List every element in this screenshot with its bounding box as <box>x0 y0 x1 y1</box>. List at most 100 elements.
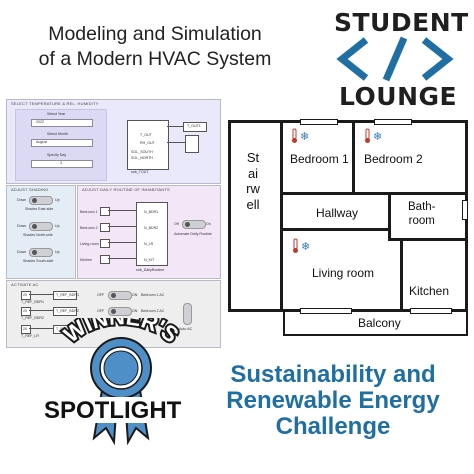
toggle-left-label: Off <box>174 222 179 226</box>
routine-output-label: N_LR <box>144 242 154 246</box>
headline-line-1: Modeling and Simulation <box>48 23 262 45</box>
goto-block[interactable]: T_REF_BDR2 <box>53 307 79 316</box>
challenge-title: Sustainability and Renewable Energy Chal… <box>192 362 474 440</box>
input-block[interactable] <box>100 255 110 264</box>
toggle-left-label: Down <box>17 250 27 254</box>
ac-ref-label: T_REF_BDR1 <box>21 300 44 304</box>
shades-east-toggle[interactable] <box>29 196 53 205</box>
ac-setpoint-block[interactable]: 20 <box>21 325 31 334</box>
routine-input-label: Bedroom 1 <box>80 210 98 214</box>
living-room-label: Living room <box>312 266 375 280</box>
logo-text-top: STUDENT <box>334 8 469 37</box>
shades-south-toggle[interactable] <box>29 248 53 257</box>
shading-panel-title: ADJUST SHADING <box>11 187 49 192</box>
toggle-right-label: On <box>206 222 211 226</box>
toggle-caption: Shades North-side <box>23 233 53 237</box>
port-label: SOL_SOUTH <box>131 150 153 154</box>
goto-block[interactable]: T_REF_BDR1 <box>53 291 79 300</box>
goto-block[interactable]: T_REF_LR <box>53 325 77 334</box>
bedroom2-ac-toggle[interactable] <box>108 307 132 316</box>
routine-input-label: Bedroom 2 <box>80 226 98 230</box>
toggle-left-label: Down <box>17 224 27 228</box>
specify-day-label: Specify Day <box>47 153 67 157</box>
toggle-right-label: ON <box>132 293 138 297</box>
toggle-left-label: Down <box>17 198 27 202</box>
challenge-line-1: Sustainability and <box>230 361 436 388</box>
port-label: SOL_NORTH <box>131 156 153 160</box>
challenge-line-2: Renewable Energy <box>226 387 440 414</box>
auto-ac-label: Auto AC <box>179 327 193 331</box>
badge-bottom-text: SPOTLIGHT <box>44 397 182 424</box>
winners-spotlight-badge: WINNER'S <box>57 318 185 446</box>
thermometer-icon: ❄ <box>365 128 382 143</box>
ac-panel-title: ACTIVATE AC <box>11 282 39 287</box>
temperature-panel-title: SELECT TEMPERATURE & REL. HUMIDITY <box>11 101 99 106</box>
toggle-right-label: ON <box>132 309 138 313</box>
toggle-right-label: Up <box>55 250 60 254</box>
shades-north-toggle[interactable] <box>29 222 53 231</box>
routine-panel-title: ADJUST DAILY ROUTINE OF INHABITANTS <box>82 187 170 192</box>
routine-input-label: Kitchen <box>80 258 92 262</box>
subsystem-name: sub_DailyRoutine <box>136 268 165 272</box>
bedroom2-label: Bedroom 2 <box>364 152 423 166</box>
temperature-panel: SELECT TEMPERATURE & REL. HUMIDITY Selec… <box>6 99 221 184</box>
ac-setpoint-block[interactable]: 20 <box>21 307 31 316</box>
challenge-line-3: Challenge <box>275 413 391 440</box>
snowflake-icon: ❄ <box>373 130 382 143</box>
weather-subsystem-block[interactable] <box>127 120 169 170</box>
toggle-right-label: Up <box>55 224 60 228</box>
routine-output-label: N_BDR1 <box>144 210 159 214</box>
badge-bottom-band <box>42 397 188 423</box>
headline: Modeling and Simulation of a Modern HVAC… <box>0 22 310 72</box>
input-block[interactable] <box>100 207 110 216</box>
port-label: RH_OUT <box>140 141 155 145</box>
daily-routine-subsystem[interactable] <box>136 202 168 266</box>
day-field[interactable]: 3 <box>31 160 93 168</box>
ac-label: Bedroom 1 AC <box>141 293 165 297</box>
select-year-label: Select Year <box>47 112 66 116</box>
kitchen-label: Kitchen <box>409 284 450 298</box>
routine-output-label: N_BDR2 <box>144 226 159 230</box>
window <box>374 119 412 125</box>
logo-text-bottom: LOUNGE <box>339 82 458 111</box>
input-block[interactable] <box>100 223 110 232</box>
routine-input-label: Living room <box>80 242 99 246</box>
year-dropdown[interactable]: 2022 <box>31 119 93 127</box>
bedroom1-ac-toggle[interactable] <box>108 291 132 300</box>
stairwell-label: Stairwell <box>246 150 260 212</box>
toggle-caption: Shades East-side <box>25 207 54 211</box>
toggle-caption: Automate Daily Routine <box>174 232 212 236</box>
subsystem-name: sub_TOUT <box>131 170 149 174</box>
window <box>300 308 352 314</box>
snowflake-icon: ❄ <box>300 130 309 143</box>
window <box>410 308 452 314</box>
routine-panel: ADJUST DAILY ROUTINE OF INHABITANTS Bedr… <box>77 185 221 279</box>
toggle-left-label: OFF <box>97 309 105 313</box>
port-label: T_OUT <box>140 133 152 137</box>
toggle-caption: Shades South-side <box>23 259 54 263</box>
balcony-label: Balcony <box>358 316 401 330</box>
ac-label: Bedroom 2 AC <box>141 309 165 313</box>
month-dropdown[interactable]: August <box>31 139 93 147</box>
bedroom1-label: Bedroom 1 <box>290 152 349 166</box>
shading-panel: ADJUST SHADING Down Up Shades East-side … <box>6 185 76 279</box>
ac-setpoint-block[interactable]: 20 <box>21 291 31 300</box>
code-brackets-icon <box>336 36 454 82</box>
ac-ref-label: T_REF_BDR2 <box>21 316 44 320</box>
headline-line-2: of a Modern HVAC System <box>38 48 272 70</box>
bathroom-label: Bath- room <box>408 201 436 227</box>
auto-ac-switch[interactable] <box>183 303 192 325</box>
thermometer-icon: ❄ <box>292 128 309 143</box>
goto-block[interactable]: T_OUT1 <box>183 122 207 132</box>
snowflake-icon: ❄ <box>301 240 310 253</box>
window <box>300 119 338 125</box>
toggle-right-label: Up <box>55 198 60 202</box>
routine-output-label: N_KIT <box>144 258 155 262</box>
automate-routine-toggle[interactable] <box>182 220 206 229</box>
select-month-label: Select Month <box>47 132 68 136</box>
hallway-label: Hallway <box>316 206 359 220</box>
ac-ref-label: T_REF_LR <box>21 334 39 338</box>
input-block[interactable] <box>100 239 110 248</box>
scope-block[interactable] <box>185 135 199 153</box>
toggle-left-label: OFF <box>97 293 105 297</box>
